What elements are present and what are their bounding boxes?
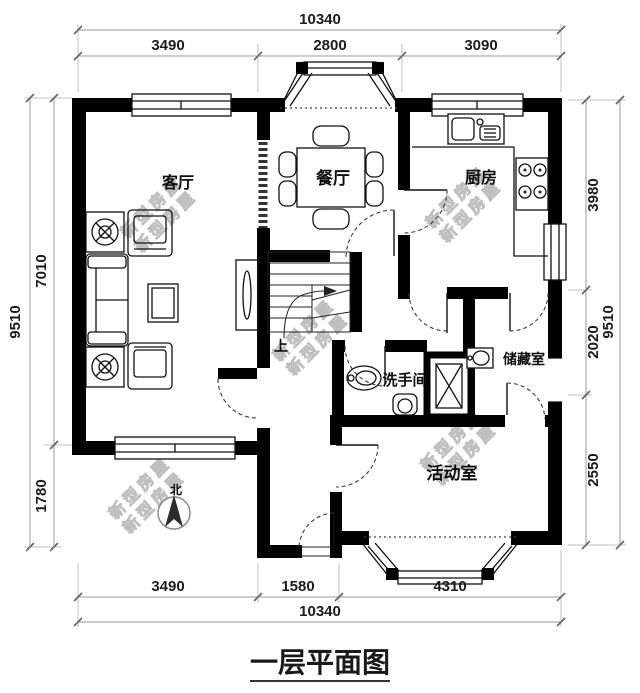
arrow-head (324, 286, 337, 296)
coffee-table (147, 283, 179, 323)
plant-box (85, 211, 125, 253)
kitchen-fixtures (412, 113, 549, 257)
dining-room-label: 餐厅 (316, 168, 350, 188)
drawing-title: 一层平面图 (250, 647, 390, 682)
living-top-window (131, 93, 232, 117)
dim-bottom-seg-2: 1580 (281, 578, 314, 595)
stove (515, 157, 549, 211)
dim-top-seg-3: 3090 (464, 37, 497, 54)
bay-window-top (271, 61, 409, 113)
windows (114, 93, 567, 460)
dimension-bottom: 3490 1580 4310 10340 (73, 550, 566, 627)
washroom-fixtures (346, 347, 494, 421)
storage-basin (466, 347, 494, 369)
dimension-top: 10340 3490 2800 3090 (73, 11, 566, 92)
tv-cabinet (235, 259, 259, 331)
stairs-up-label: 上 (274, 338, 288, 354)
kitchen-right-window (543, 223, 567, 281)
title-text: 一层平面图 (250, 647, 390, 678)
living-furniture (85, 209, 259, 390)
living-bottom-window (114, 436, 236, 460)
kitchen-sink (447, 113, 505, 145)
plant-box (85, 346, 125, 388)
bay-window-bottom (355, 531, 525, 585)
north-needle (165, 495, 183, 527)
dimension-left: 9510 7010 1780 (7, 93, 72, 552)
dim-right-seg-2: 2020 (585, 325, 602, 358)
dim-bottom-overall: 10340 (299, 603, 341, 620)
shaft (423, 351, 475, 421)
doors (217, 189, 549, 557)
dim-left-overall: 9510 (7, 305, 24, 338)
dim-top-overall: 10340 (299, 11, 341, 28)
dim-bottom-seg-3: 4310 (433, 578, 466, 595)
toilet (392, 393, 418, 416)
washroom-sink (346, 365, 382, 391)
activity-room-label: 活动室 (427, 463, 478, 483)
exterior-walls (72, 98, 562, 545)
dim-left-seg-1: 7010 (33, 254, 50, 287)
stairs-direction-arrow (283, 290, 325, 339)
dimension-right: 3980 2020 2550 9510 (568, 95, 626, 550)
sofa (85, 253, 129, 347)
kitchen-label: 厨房 (465, 168, 497, 187)
dim-bottom-seg-1: 3490 (151, 578, 184, 595)
dim-right-overall: 9510 (600, 305, 617, 338)
interior-walls (218, 112, 562, 558)
dim-right-seg-1: 3980 (585, 178, 602, 211)
armchair (127, 209, 173, 257)
compass: 北 (157, 482, 191, 530)
room-labels: 客厅 餐厅 厨房 洗手间 储藏室 活动室 (162, 168, 545, 483)
side-entry-opening (548, 357, 562, 403)
storage-label: 储藏室 (502, 351, 545, 367)
stairs: 上 (267, 251, 351, 354)
washroom-label: 洗手间 (382, 371, 427, 389)
dim-right-seg-3: 2550 (585, 453, 602, 486)
living-room-label: 客厅 (162, 173, 194, 192)
dining-table-set (278, 125, 384, 230)
dim-top-seg-1: 3490 (151, 37, 184, 54)
armchair (127, 342, 173, 390)
dim-top-seg-2: 2800 (313, 37, 346, 54)
north-label: 北 (170, 482, 182, 497)
dim-left-seg-2: 1780 (33, 479, 50, 512)
kitchen-top-window (431, 93, 524, 117)
